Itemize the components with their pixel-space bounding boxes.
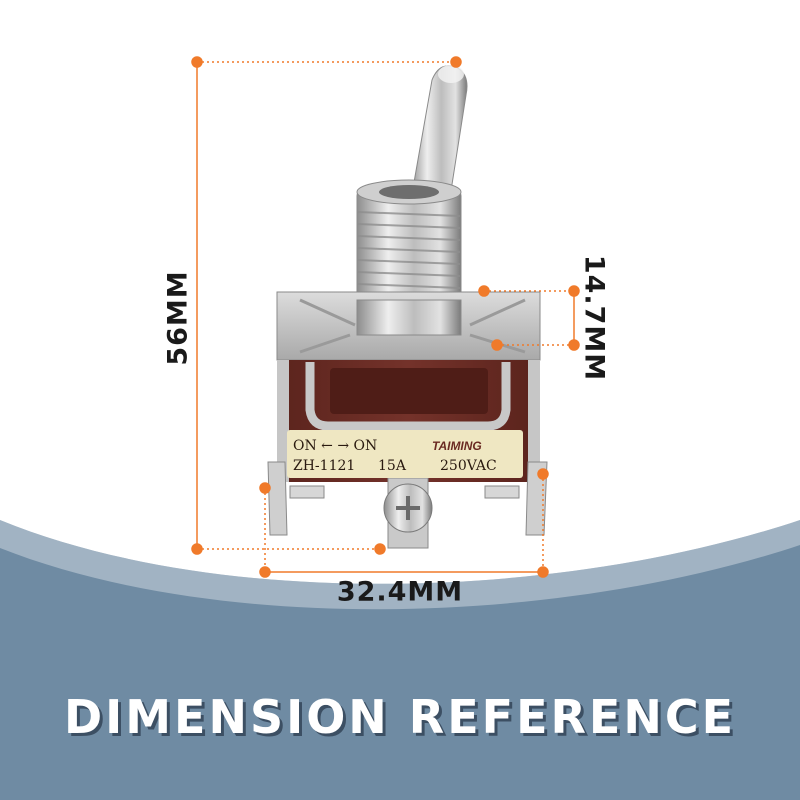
banner-wave [0, 520, 800, 610]
dimension-depth-guide [478, 285, 580, 351]
dimension-width-guide [259, 468, 549, 578]
product-label: ON ← → ON TAIMING ZH-1121 15A 250VAC [287, 430, 523, 478]
label-model: ZH-1121 [293, 458, 355, 474]
depth-top-end-marker [568, 285, 580, 297]
label-positions: ON ← → ON [293, 438, 377, 454]
height-bottom-marker [191, 543, 203, 555]
label-brand: TAIMING [432, 439, 482, 453]
depth-bottom-end-marker [568, 339, 580, 351]
width-right-marker [537, 566, 549, 578]
metal-frame [276, 291, 541, 361]
height-dimension-label: 56MM [162, 270, 194, 366]
height-top-end-marker [450, 56, 462, 68]
height-top-marker [191, 56, 203, 68]
depth-bottom-start-marker [491, 339, 503, 351]
banner-background [0, 520, 800, 800]
depth-dimension-label: 14.7MM [578, 254, 610, 382]
width-dimension-label: 32.4MM [336, 576, 464, 608]
dimension-height-guide [191, 56, 462, 555]
height-bottom-end-marker [374, 543, 386, 555]
banner-title: DIMENSION REFERENCE [63, 690, 737, 744]
depth-top-start-marker [478, 285, 490, 297]
width-left-top-marker [259, 482, 271, 494]
label-voltage: 250VAC [440, 458, 497, 474]
width-right-top-marker [537, 468, 549, 480]
width-left-marker [259, 566, 271, 578]
label-current: 15A [378, 458, 407, 474]
switch-terminals [267, 461, 548, 549]
